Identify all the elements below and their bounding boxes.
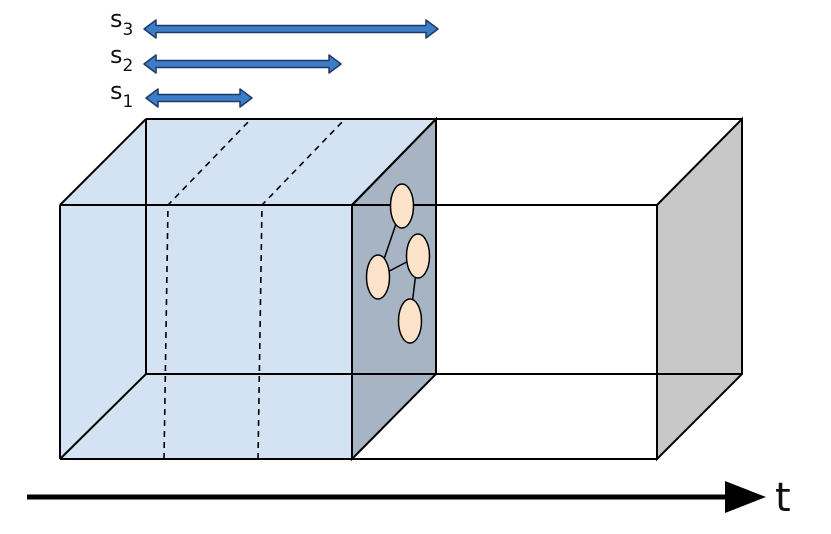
time-axis: t bbox=[27, 475, 791, 521]
scale-label-s2: s2 bbox=[110, 41, 133, 76]
time-axis-arrowhead bbox=[725, 481, 766, 513]
graph-node bbox=[389, 183, 415, 229]
graph-nodes bbox=[365, 183, 431, 344]
scale-arrows bbox=[143, 19, 439, 108]
graph-snapshot bbox=[365, 183, 431, 344]
graph-node bbox=[397, 298, 423, 344]
scale-label-s3: s3 bbox=[110, 5, 133, 40]
graph-node bbox=[405, 233, 431, 279]
end-face bbox=[656, 116, 743, 462]
scale-labels: s3 s2 s1 bbox=[110, 5, 133, 112]
time-axis-label: t bbox=[775, 475, 791, 521]
scale-arrow-s3 bbox=[143, 19, 439, 39]
highlighted-top-face bbox=[60, 119, 436, 205]
box-edges bbox=[59, 118, 742, 460]
graph-node bbox=[365, 254, 391, 300]
scale-arrow-s2 bbox=[143, 54, 342, 74]
window-boundary-s1 bbox=[163, 118, 252, 460]
scale-arrow-s1 bbox=[145, 88, 253, 108]
scale-label-s1: s1 bbox=[110, 77, 133, 112]
window-boundary-s2 bbox=[257, 118, 346, 460]
window-boundaries bbox=[163, 118, 346, 460]
